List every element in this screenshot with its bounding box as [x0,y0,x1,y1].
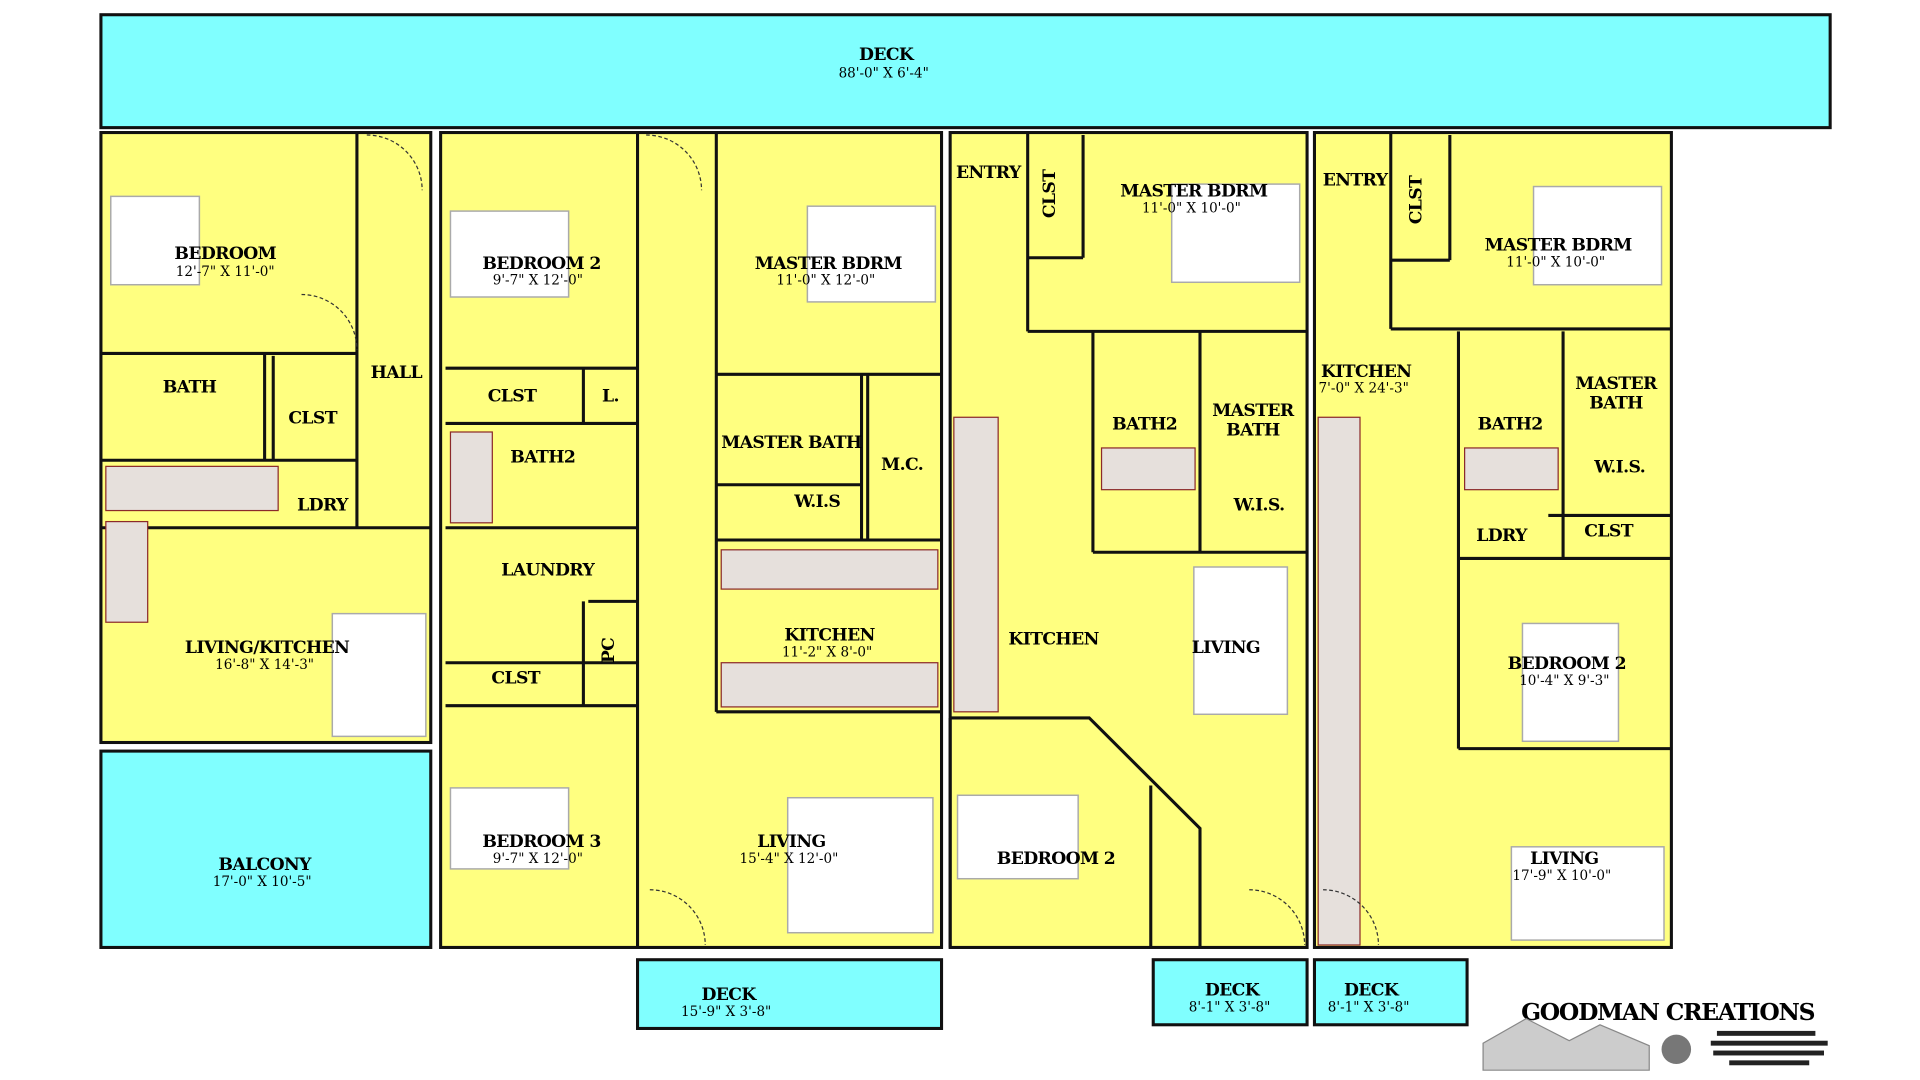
top-deck-label: DECK [859,45,915,65]
kitchen-dims: 11'-2" X 8'-0" [782,645,872,661]
master-bath-label: MASTER [1575,374,1658,394]
master-bath-label: MASTER [1212,401,1295,421]
deck-unit4 [1312,958,1469,1027]
closet-label: CLST [1040,169,1060,218]
closet-label: CLST [288,408,337,428]
hall-label: HALL [371,363,423,383]
bath2-label: BATH2 [510,448,575,468]
master-bedroom-dims: 11'-0" X 10'-0" [1506,254,1605,270]
laundry-label: LDRY [1476,526,1528,546]
interior-walls [100,132,1672,948]
bath-label: BATH [163,378,217,398]
living-label: LIVING [1192,638,1260,658]
bedroom3-label: BEDROOM 3 [482,832,600,852]
master-bedroom-label: MASTER BDRM [1120,181,1268,201]
closet-label: CLST [1407,175,1427,224]
kitchen-label: KITCHEN [784,626,875,646]
bath2-label: BATH2 [1112,415,1177,435]
deck-dims: 8'-1" X 3'-8" [1189,999,1271,1015]
entry-label: ENTRY [1323,170,1389,190]
closet-label: CLST [491,669,540,689]
tree-icon [1661,1034,1692,1065]
closet-label: CLST [488,386,537,406]
linen-label: L. [602,386,619,406]
bedroom2-label: BEDROOM 2 [482,254,600,274]
living-label: LIVING [757,832,825,852]
closet-label: CLST [1584,521,1633,541]
furniture [105,134,1665,946]
top-deck-dims: 88'-0" X 6'-4" [839,65,929,81]
master-bedroom-dims: 11'-0" X 12'-0" [776,273,875,289]
laundry-label: LDRY [297,496,349,516]
master-bath-label: MASTER BATH [721,433,862,453]
bedroom-dims: 12'-7" X 11'-0" [176,264,275,280]
laundry-label: LAUNDRY [501,561,595,581]
kitchen-dims: 7'-0" X 24'-3" [1319,381,1409,397]
deck-label: DECK [1205,980,1261,1000]
deck-label: DECK [1344,980,1400,1000]
deck-unit2 [636,958,944,1030]
bedroom2-dims: 10'-4" X 9'-3" [1519,673,1609,689]
living-kitchen-dims: 16'-8" X 14'-3" [215,657,314,673]
living-dims: 17'-9" X 10'-0" [1512,868,1611,884]
house-icon [1482,1017,1650,1071]
bedroom3-dims: 9'-7" X 12'-0" [493,851,583,867]
bedroom2-label: BEDROOM 2 [997,849,1115,869]
living-label: LIVING [1530,849,1598,869]
master-closet-label: M.C. [881,455,923,475]
balcony-label: BALCONY [218,855,312,875]
goodman-creations-logo: GOODMAN CREATIONS [1482,998,1828,1071]
deck-dims: 15'-9" X 3'-8" [681,1004,771,1020]
balcony [99,749,433,949]
top-deck [99,13,1832,130]
wis-label: W.I.S [793,492,840,512]
bath2-label: BATH2 [1478,415,1543,435]
master-bedroom-label: MASTER BDRM [755,254,903,274]
deck-dims: 8'-1" X 3'-8" [1328,999,1410,1015]
wis-label: W.I.S. [1593,458,1645,478]
deck-label: DECK [701,985,757,1005]
master-bath-label-2: BATH [1226,421,1280,441]
master-bath-label-2: BATH [1589,394,1643,414]
living-kitchen-label: LIVING/KITCHEN [185,638,350,658]
entry-label: ENTRY [956,163,1022,183]
bedroom-label: BEDROOM [174,244,276,264]
bedroom2-label: BEDROOM 2 [1508,654,1626,674]
logo-text: GOODMAN CREATIONS [1521,998,1815,1026]
master-bedroom-dims: 11'-0" X 10'-0" [1142,200,1241,216]
bedroom2-dims: 9'-7" X 12'-0" [493,273,583,289]
balcony-dims: 17'-0" X 10'-5" [213,874,312,890]
deck-unit3 [1151,958,1309,1027]
wis-label: W.I.S. [1233,496,1285,516]
kitchen-label: KITCHEN [1321,362,1412,382]
living-dims: 15'-4" X 12'-0" [740,851,839,867]
kitchen-label: KITCHEN [1008,629,1099,649]
pc-label: PC [599,638,619,663]
master-bedroom-label: MASTER BDRM [1485,235,1633,255]
